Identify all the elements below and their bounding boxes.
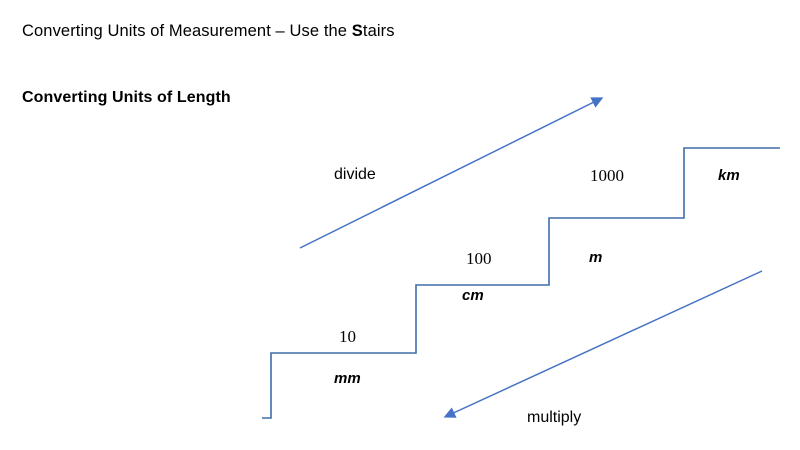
unit-label-km: km [718, 167, 740, 184]
page-title: Converting Units of Measurement – Use th… [22, 22, 395, 42]
multiply-arrow [443, 270, 763, 418]
factor-m-to-km: 1000 [590, 166, 624, 185]
page-title-suffix: tairs [362, 22, 395, 40]
divide-label: divide [334, 166, 376, 183]
page-title-prefix: Converting Units of Measurement – Use th… [22, 22, 352, 40]
section-subtitle: Converting Units of Length [22, 89, 231, 106]
unit-label-cm: cm [462, 287, 484, 304]
staircase-path [262, 147, 780, 419]
divide-arrow [299, 97, 604, 249]
unit-label-mm: mm [334, 370, 361, 387]
factor-cm-to-m: 100 [466, 249, 492, 268]
unit-label-m: m [589, 249, 603, 266]
page-title-bold-letter: S [351, 22, 363, 40]
multiply-label: multiply [527, 409, 582, 426]
factor-mm-to-cm: 10 [339, 327, 356, 346]
